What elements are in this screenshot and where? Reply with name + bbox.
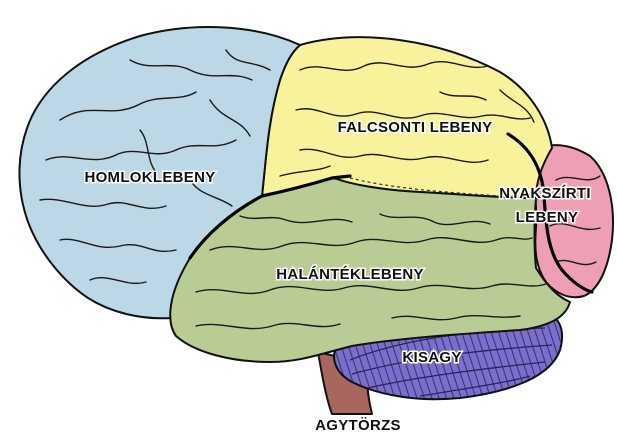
label-occipital-lobe-line1: NYAKSZÍRTI [499, 185, 591, 202]
label-brainstem: AGYTÖRZS [315, 417, 401, 434]
label-temporal-lobe: HALÁNTÉKLEBENY [276, 266, 424, 283]
label-occipital-lobe-line2: LEBENY [516, 209, 579, 226]
label-cerebellum: KISAGY [402, 349, 461, 366]
label-parietal-lobe: FALCSONTI LEBENY [338, 119, 493, 136]
label-frontal-lobe: HOMLOKLEBENY [84, 169, 215, 186]
